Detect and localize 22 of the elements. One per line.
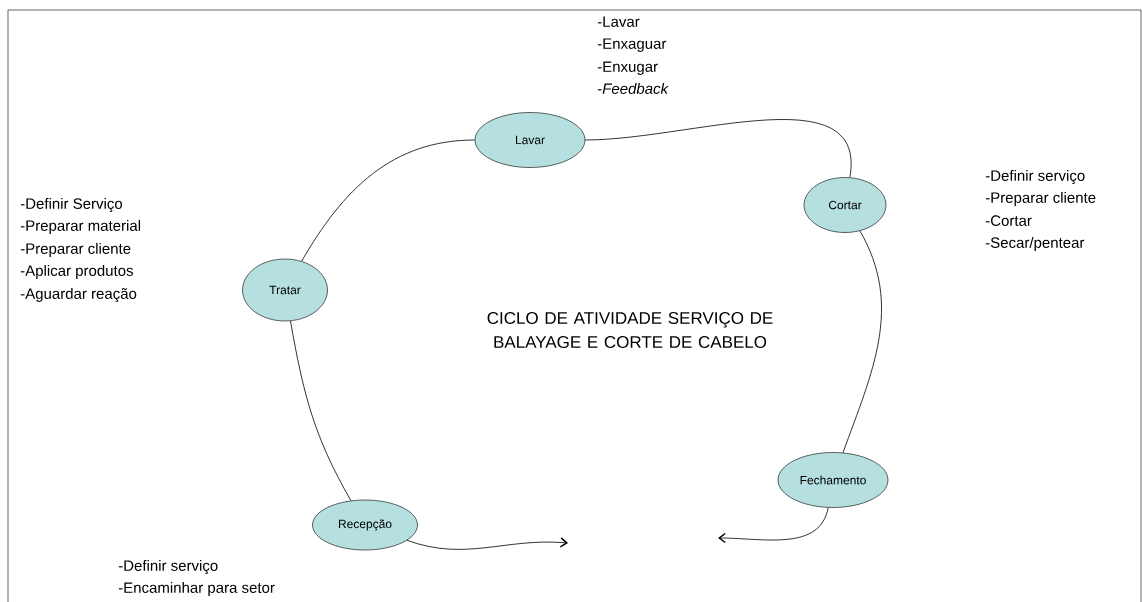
list-item: -Preparar cliente — [985, 191, 1096, 206]
list-item: -Feedback — [597, 82, 669, 94]
diagram-title: CICLO DE ATIVIDADE SERVIÇO DE BALAYAGE E CORTE DE CABELO — [487, 312, 773, 349]
list-item: -Definir Serviço — [20, 197, 123, 212]
list-item: -Enxugar — [597, 61, 658, 75]
list-item: -Secar/pentear — [985, 236, 1085, 251]
list-item: -Encaminhar para setor — [118, 581, 275, 596]
connector-arc — [718, 507, 829, 544]
list-item: -Preparar cliente — [20, 242, 131, 257]
list-item: -Enxaguar — [597, 38, 667, 52]
list-item: -Aplicar produtos — [20, 264, 133, 279]
list-item: -Lavar — [597, 16, 640, 27]
connector-arc — [301, 139, 476, 262]
list-item: -Preparar material — [20, 219, 141, 234]
list-item: -Definir serviço — [118, 559, 218, 574]
connector-arc — [584, 119, 851, 178]
connector-arc — [842, 230, 882, 454]
list-item: -Aguardar reação — [20, 287, 137, 302]
list-item: -Definir serviço — [985, 169, 1085, 184]
list-item: -Cortar — [985, 215, 1032, 226]
connector-arc — [406, 537, 568, 550]
connector-arc — [290, 320, 352, 502]
